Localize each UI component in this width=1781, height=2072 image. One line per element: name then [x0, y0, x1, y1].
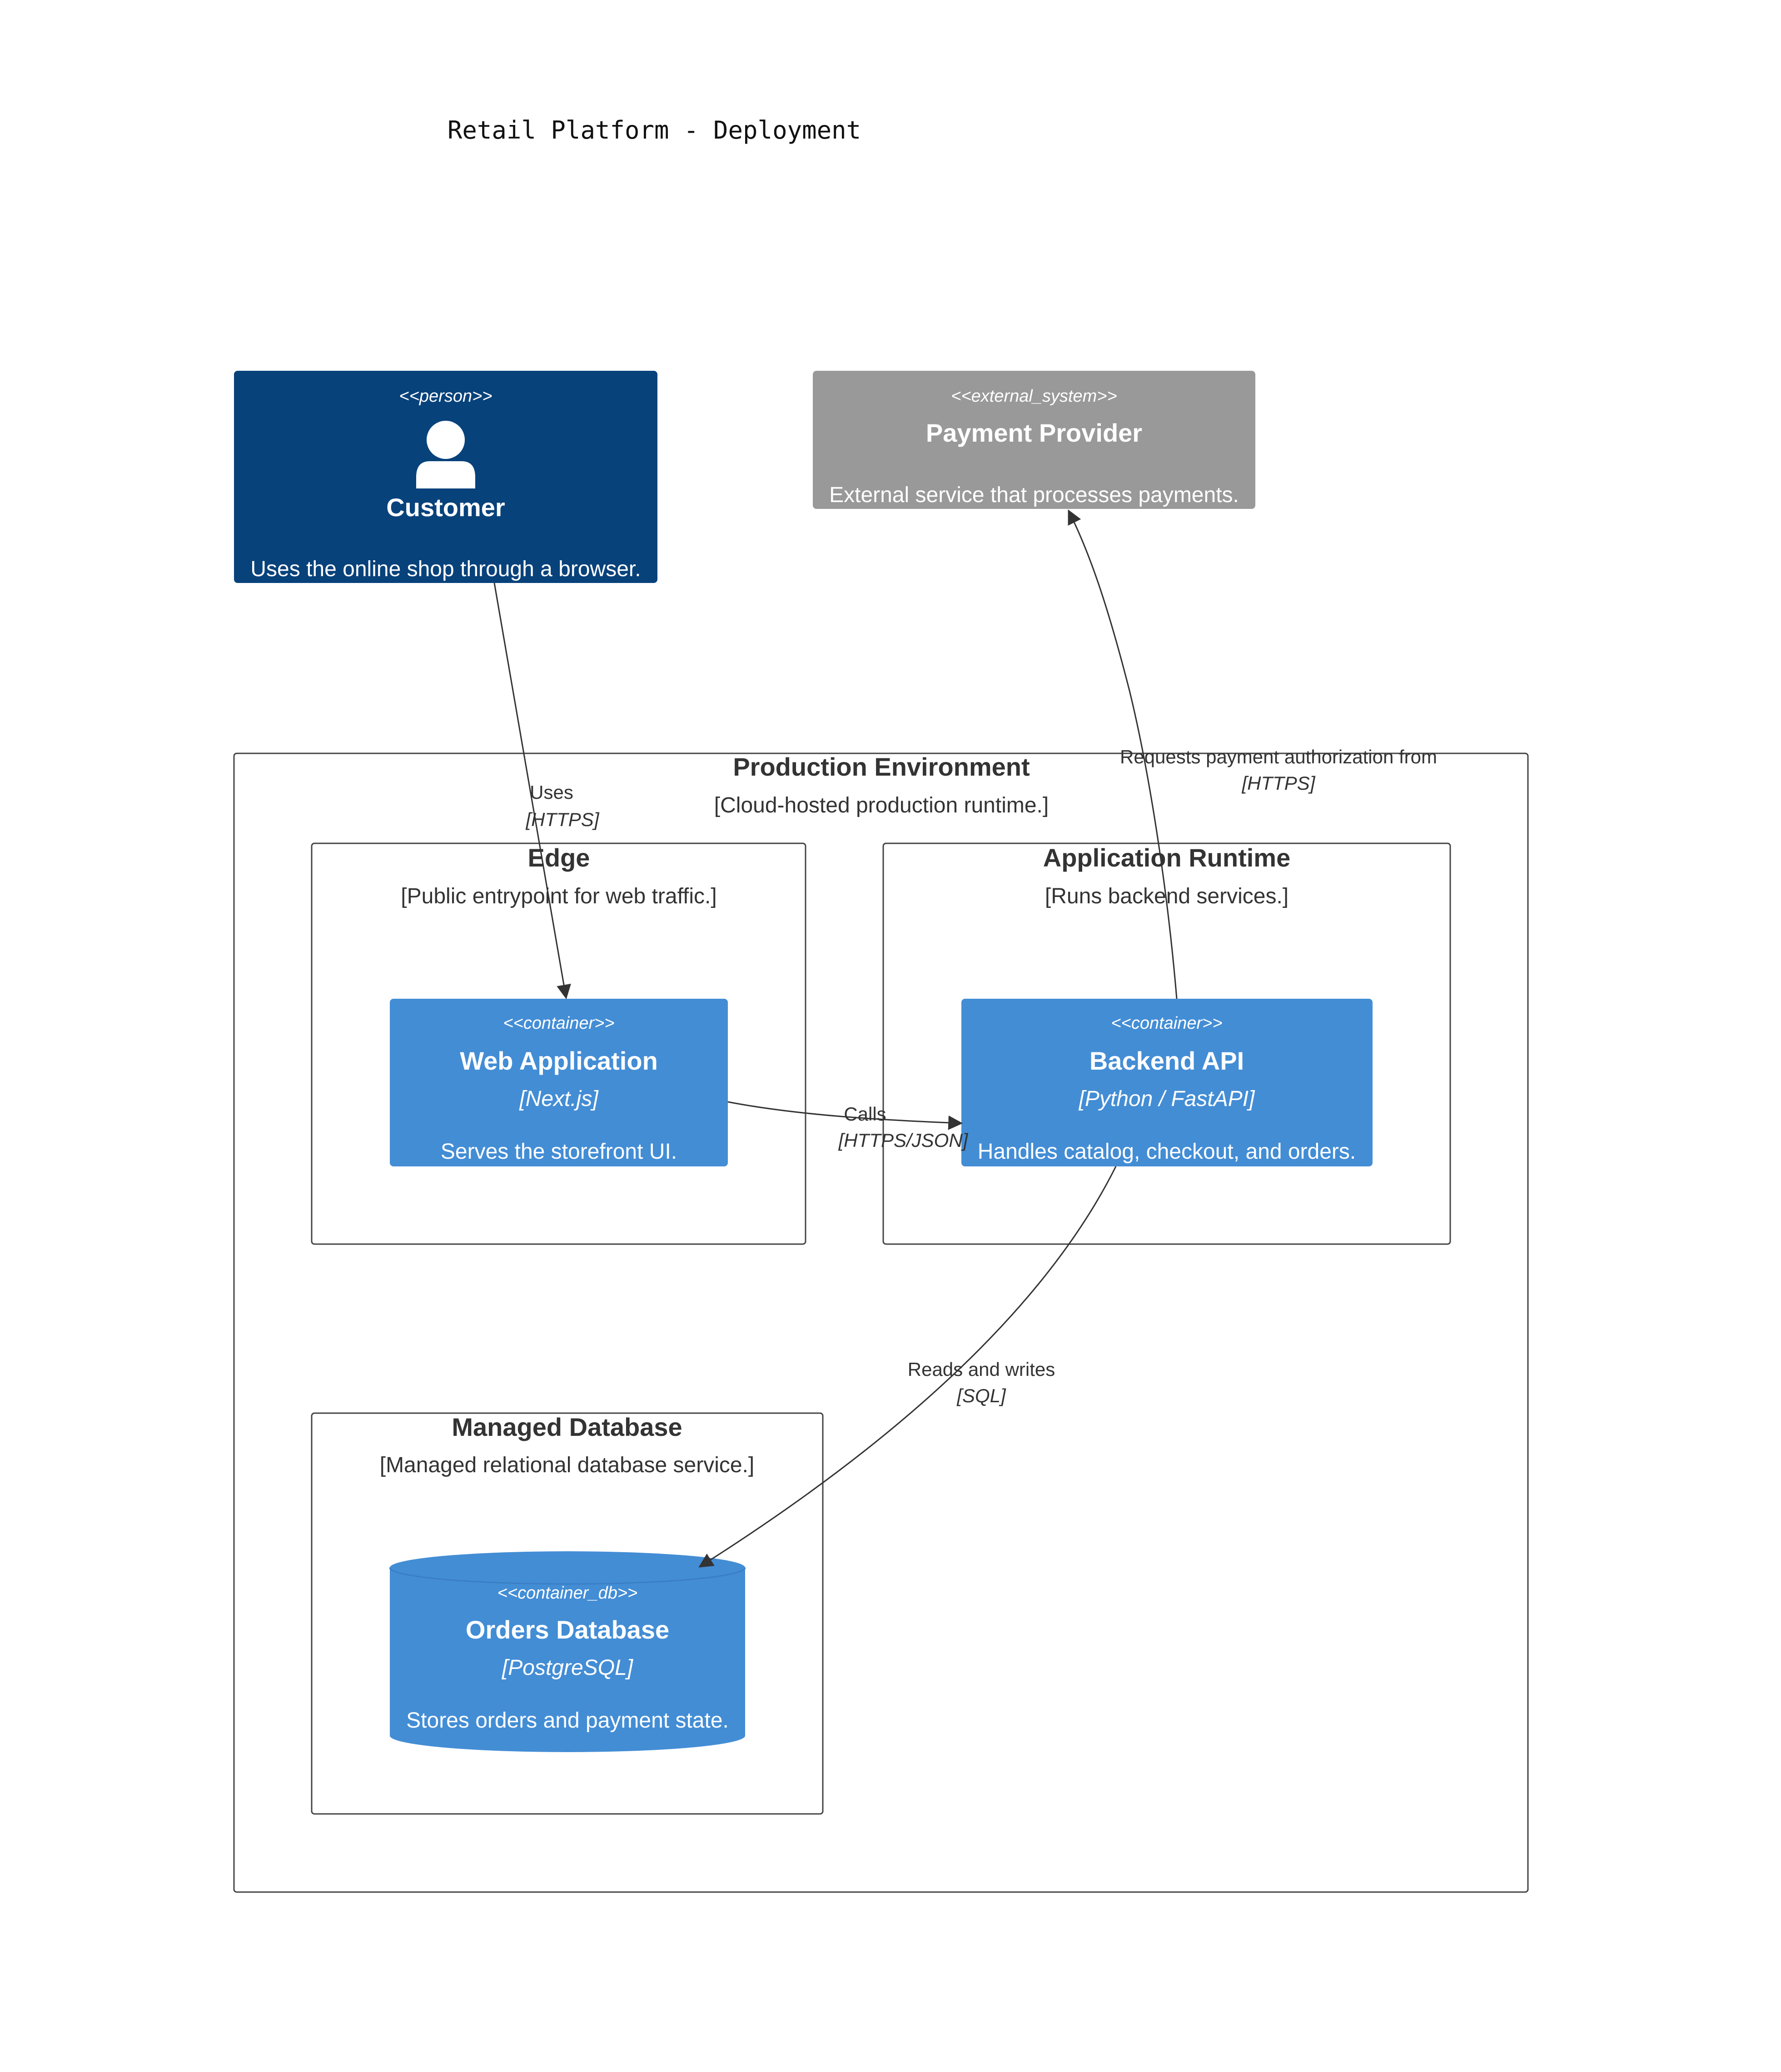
rel-readwrite-tech: [SQL]	[956, 1385, 1006, 1406]
webapp-tech: [Next.js]	[519, 1087, 599, 1111]
edge-backend-to-payment	[1068, 509, 1178, 999]
backend-description: Handles catalog, checkout, and orders.	[978, 1140, 1356, 1164]
rel-calls-label: Calls	[844, 1103, 886, 1125]
db-stereotype: <<container_db>>	[497, 1584, 638, 1603]
edge-webapp-to-backend	[727, 1101, 963, 1130]
backend-title: Backend API	[1089, 1046, 1244, 1075]
person-icon	[416, 421, 475, 488]
webapp-title: Web Application	[460, 1046, 658, 1075]
boundary-edge: Edge [Public entrypoint for web traffic.…	[311, 842, 806, 1245]
boundary-database-title: Managed Database	[452, 1413, 682, 1441]
node-payment-provider: <<external_system>> Payment Provider Ext…	[813, 371, 1255, 509]
rel-payment-label: Requests payment authorization from	[1120, 746, 1437, 767]
node-web-application: <<container>> Web Application [Next.js] …	[390, 999, 728, 1166]
backend-stereotype: <<container>>	[1111, 1014, 1222, 1033]
rel-readwrite-label: Reads and writes	[908, 1359, 1055, 1380]
boundary-production: Production Environment [Cloud-hosted pro…	[233, 752, 1529, 1893]
payment-stereotype: <<external_system>>	[951, 387, 1117, 406]
boundary-database-desc: [Managed relational database service.]	[380, 1453, 755, 1477]
webapp-description: Serves the storefront UI.	[441, 1140, 677, 1164]
boundary-production-title: Production Environment	[733, 752, 1030, 781]
node-customer: <<person>> Customer Uses the online shop…	[234, 371, 657, 583]
boundary-production-desc: [Cloud-hosted production runtime.]	[714, 793, 1049, 817]
rel-calls-tech: [HTTPS/JSON]	[838, 1130, 969, 1151]
boundary-runtime: Application Runtime [Runs backend servic…	[882, 842, 1451, 1245]
boundary-database: Managed Database [Managed relational dat…	[311, 1412, 824, 1815]
rel-payment-tech: [HTTPS]	[1241, 772, 1315, 794]
payment-title: Payment Provider	[926, 418, 1142, 447]
webapp-stereotype: <<container>>	[503, 1014, 614, 1033]
db-tech: [PostgreSQL]	[502, 1656, 634, 1680]
customer-title: Customer	[386, 493, 505, 522]
boundary-runtime-title: Application Runtime	[1043, 843, 1290, 872]
node-backend-api: <<container>> Backend API [Python / Fast…	[961, 999, 1373, 1166]
diagram-title: Retail Platform - Deployment	[448, 116, 861, 144]
rel-uses-tech: [HTTPS]	[525, 809, 599, 830]
edge-customer-to-webapp	[493, 583, 571, 1000]
db-description: Stores orders and payment state.	[406, 1708, 729, 1733]
db-title: Orders Database	[466, 1615, 669, 1644]
boundary-edge-title: Edge	[528, 843, 590, 872]
rel-uses-label: Uses	[530, 782, 573, 803]
backend-tech: [Python / FastAPI]	[1079, 1087, 1256, 1111]
payment-description: External service that processes payments…	[829, 483, 1239, 507]
boundary-edge-desc: [Public entrypoint for web traffic.]	[401, 884, 716, 908]
node-orders-database: <<container_db>> Orders Database [Postgr…	[389, 1551, 746, 1752]
customer-stereotype: <<person>>	[399, 387, 493, 406]
customer-description: Uses the online shop through a browser.	[250, 557, 641, 581]
edge-backend-to-db	[698, 1166, 1117, 1568]
